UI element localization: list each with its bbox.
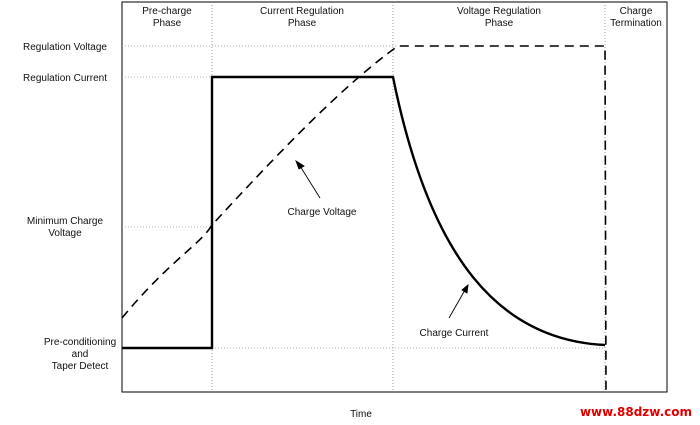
label-preconditioning-line1: Pre-conditioning bbox=[44, 337, 116, 348]
phase-voltage-regulation-line2: Phase bbox=[485, 18, 514, 29]
level-guides bbox=[122, 45, 605, 349]
phase-precharge-line1: Pre-charge bbox=[142, 6, 192, 17]
charge-voltage-arrowhead bbox=[295, 159, 305, 170]
charge-current-curve bbox=[122, 75, 606, 350]
phase-current-regulation-line2: Phase bbox=[288, 18, 317, 29]
charge-current-arrowhead bbox=[461, 283, 469, 294]
phase-current-regulation-line1: Current Regulation bbox=[260, 6, 344, 17]
charge-voltage-curve bbox=[121, 45, 607, 393]
annotation-arrows bbox=[295, 159, 469, 319]
label-minimum-charge-voltage-line2: Voltage bbox=[48, 228, 82, 239]
label-preconditioning-line3: Taper Detect bbox=[52, 361, 109, 372]
watermark: www.88dzw.com bbox=[580, 405, 692, 419]
plot-frame bbox=[121, 1, 668, 393]
phase-voltage-regulation-line1: Voltage Regulation bbox=[457, 6, 541, 17]
annotation-charge-voltage: Charge Voltage bbox=[288, 207, 357, 218]
x-axis-label: Time bbox=[350, 409, 372, 420]
phase-charge-termination-line1: Charge bbox=[620, 6, 653, 17]
annotation-charge-current: Charge Current bbox=[420, 328, 489, 339]
phase-charge-termination-line2: Termination bbox=[610, 18, 662, 29]
charge-voltage-arrow bbox=[299, 165, 321, 199]
charge-current-arrow bbox=[448, 289, 466, 319]
label-minimum-charge-voltage-line1: Minimum Charge bbox=[27, 216, 104, 227]
label-regulation-current: Regulation Current bbox=[23, 73, 107, 84]
label-preconditioning-line2: and bbox=[72, 349, 89, 360]
label-regulation-voltage: Regulation Voltage bbox=[23, 42, 107, 53]
phase-precharge-line2: Phase bbox=[153, 18, 182, 29]
